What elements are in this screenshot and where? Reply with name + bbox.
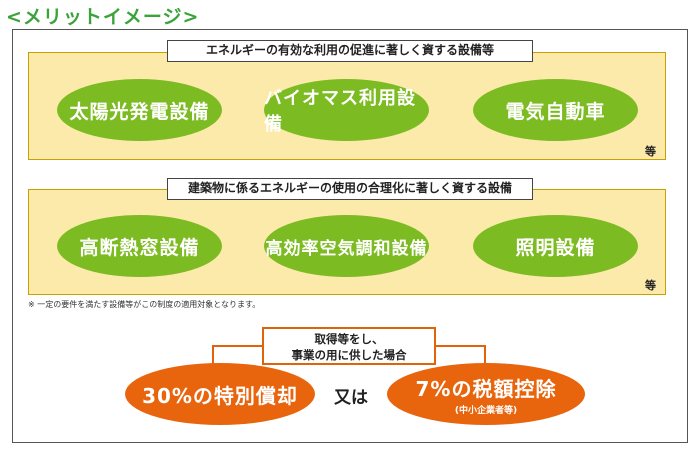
condition-box: 取得等をし、 事業の用に供した場合	[262, 327, 436, 365]
insulated-window-oval: 高断熱窓設備	[57, 215, 222, 277]
lighting-oval: 照明設備	[473, 215, 638, 277]
tax-credit-oval: 7%の税額控除 (中小企業者等)	[387, 363, 585, 425]
solar-power-oval: 太陽光発電設備	[57, 79, 222, 141]
hvac-oval: 高効率空気調和設備	[264, 215, 429, 277]
tax-credit-label: 7%の税額控除	[415, 376, 557, 401]
or-label: 又は	[334, 388, 368, 408]
special-depreciation-label: 30%の特別償却	[142, 383, 298, 408]
section-heading: <メリットイメージ>	[6, 6, 200, 28]
eligibility-note: ※ 一定の要件を満たす設備等がこの制度の適用対象となります。	[28, 300, 261, 309]
left-connector-line	[212, 345, 264, 377]
condition-line-2: 事業の用に供した場合	[291, 348, 407, 362]
panel1-etc-label: 等	[645, 145, 656, 158]
building-efficiency-panel-title: 建築物に係るエネルギーの使用の合理化に著しく資する設備	[167, 178, 533, 200]
energy-efficiency-panel-title: エネルギーの有効な利用の促進に著しく資する設備等	[167, 40, 533, 62]
electric-vehicle-oval: 電気自動車	[473, 79, 638, 141]
panel2-etc-label: 等	[645, 279, 656, 292]
condition-line-1: 取得等をし、	[314, 332, 384, 346]
special-depreciation-oval: 30%の特別償却	[125, 363, 315, 425]
right-connector-line	[434, 345, 486, 377]
tax-credit-sublabel: (中小企業者等)	[454, 405, 518, 416]
biomass-oval: バイオマス利用設備	[264, 79, 429, 141]
